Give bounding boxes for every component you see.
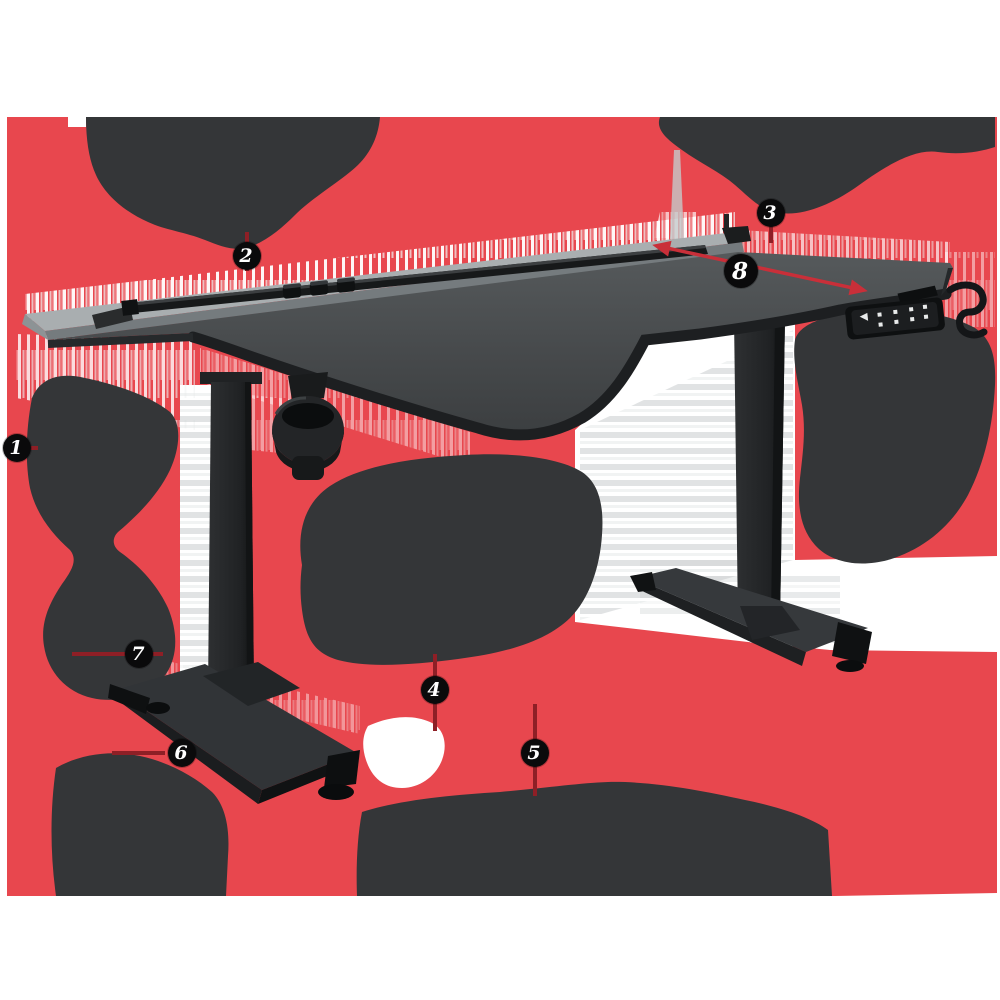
callout-badge-5: 5 (521, 739, 549, 767)
callout-number-1: 1 (9, 436, 23, 459)
desktop-front-edge (187, 288, 952, 441)
pen-tray-strip (121, 245, 708, 316)
desktop-left-edge (47, 333, 194, 348)
headphone-hook (946, 281, 988, 339)
callout-number-4: 4 (427, 678, 441, 701)
label-blob-top-right (658, 117, 995, 214)
callout-number-3: 3 (763, 201, 777, 224)
rail-knobs (282, 277, 356, 299)
right-foot (630, 568, 872, 672)
label-blobs (26, 117, 996, 896)
callout-badge-1: 1 (3, 434, 31, 462)
callout-badge-6: 6 (168, 739, 196, 767)
right-leg-shade (771, 318, 785, 622)
streak-artifact (670, 150, 684, 239)
front-left-leg-column (200, 372, 262, 692)
callout-badge-4: 4 (421, 676, 449, 704)
label-blob-right (794, 310, 996, 564)
control-keypad (845, 285, 945, 340)
label-blob-left (26, 375, 179, 700)
label-blob-middle (300, 454, 603, 665)
cup-holder (272, 372, 344, 480)
label-blob-bottom (356, 781, 832, 896)
desktop-surface (48, 252, 953, 431)
dimension-arrow-8 (652, 240, 868, 296)
desktop-right-edge (941, 268, 953, 296)
callout-badge-3: 3 (757, 199, 785, 227)
callout-badge-8: 8 (724, 254, 758, 288)
callout-number-8: 8 (731, 257, 748, 285)
label-blob-bottom-left (51, 753, 229, 896)
callout-badge-2: 2 (233, 242, 261, 270)
desk (22, 214, 988, 804)
rail-end-bracket (722, 214, 751, 244)
label-blob-top-left (86, 117, 380, 249)
callout-number-2: 2 (239, 244, 253, 267)
callout-number-5: 5 (527, 741, 541, 764)
callout-number-6: 6 (174, 741, 188, 764)
callout-badge-7: 7 (125, 640, 153, 668)
callout-number-7: 7 (131, 642, 145, 665)
